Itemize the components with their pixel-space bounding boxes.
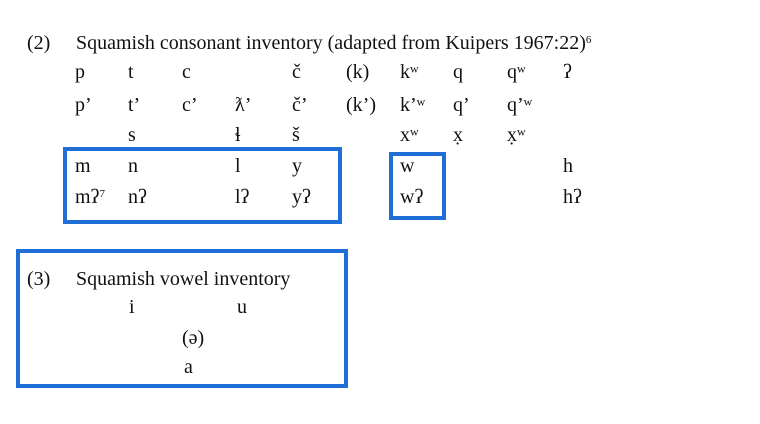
sonorant-highlight-box <box>63 147 342 224</box>
consonant-cell: c <box>182 61 191 83</box>
example-number: (3) <box>27 268 51 290</box>
title-text: Squamish consonant inventory (adapted fr… <box>76 32 586 54</box>
consonant-cell: qʷ <box>507 61 526 83</box>
consonant-cell: lʔ <box>235 186 250 208</box>
consonant-cell: n <box>128 155 138 177</box>
example-title: Squamish consonant inventory (adapted fr… <box>76 32 591 54</box>
consonant-cell: q’ʷ <box>507 94 533 116</box>
consonant-cell: kʷ <box>400 61 419 83</box>
consonant-cell: ʔ <box>563 61 572 83</box>
consonant-cell: t’ <box>128 94 141 116</box>
consonant-cell: x̣ <box>453 124 463 146</box>
consonant-cell: (k) <box>346 61 370 83</box>
consonant-cell: l <box>235 155 241 177</box>
consonant-cell: hʔ <box>563 186 582 208</box>
consonant-cell: w <box>400 155 415 177</box>
footnote-marker: 6 <box>585 34 592 46</box>
footnote-marker: 7 <box>99 188 105 200</box>
example-number: (2) <box>27 32 51 54</box>
consonant-cell: y <box>292 155 302 177</box>
consonant-cell: mʔ7 <box>75 186 105 208</box>
consonant-cell: q’ <box>453 94 470 116</box>
consonant-cell: t <box>128 61 134 83</box>
consonant-cell: xʷ <box>400 124 419 146</box>
consonant-cell: s <box>128 124 136 146</box>
vowel-u: u <box>237 296 247 318</box>
consonant-cell: q <box>453 61 463 83</box>
consonant-cell: (k’) <box>346 94 376 116</box>
consonant-cell: m <box>75 155 91 177</box>
consonant-cell: h <box>563 155 573 177</box>
vowel-inventory-box <box>16 249 348 388</box>
vowel-schwa: (ə) <box>182 327 205 349</box>
consonant-cell: nʔ <box>128 186 147 208</box>
glide-w-highlight-box <box>389 152 446 220</box>
consonant-cell: c’ <box>182 94 198 116</box>
consonant-cell: ɬ <box>235 124 241 146</box>
consonant-cell: wʔ <box>400 186 424 208</box>
consonant-cell: yʔ <box>292 186 311 208</box>
consonant-cell: ƛ’ <box>235 94 252 116</box>
vowel-a: a <box>184 356 193 378</box>
consonant-cell: č’ <box>292 94 308 116</box>
consonant-cell: x̣ʷ <box>507 124 526 146</box>
example-title: Squamish vowel inventory <box>76 268 291 290</box>
vowel-i: i <box>129 296 135 318</box>
consonant-cell: p’ <box>75 94 92 116</box>
consonant-cell: k’ʷ <box>400 94 426 116</box>
consonant-cell: p <box>75 61 85 83</box>
consonant-cell: š <box>292 124 300 146</box>
consonant-cell: č <box>292 61 301 83</box>
